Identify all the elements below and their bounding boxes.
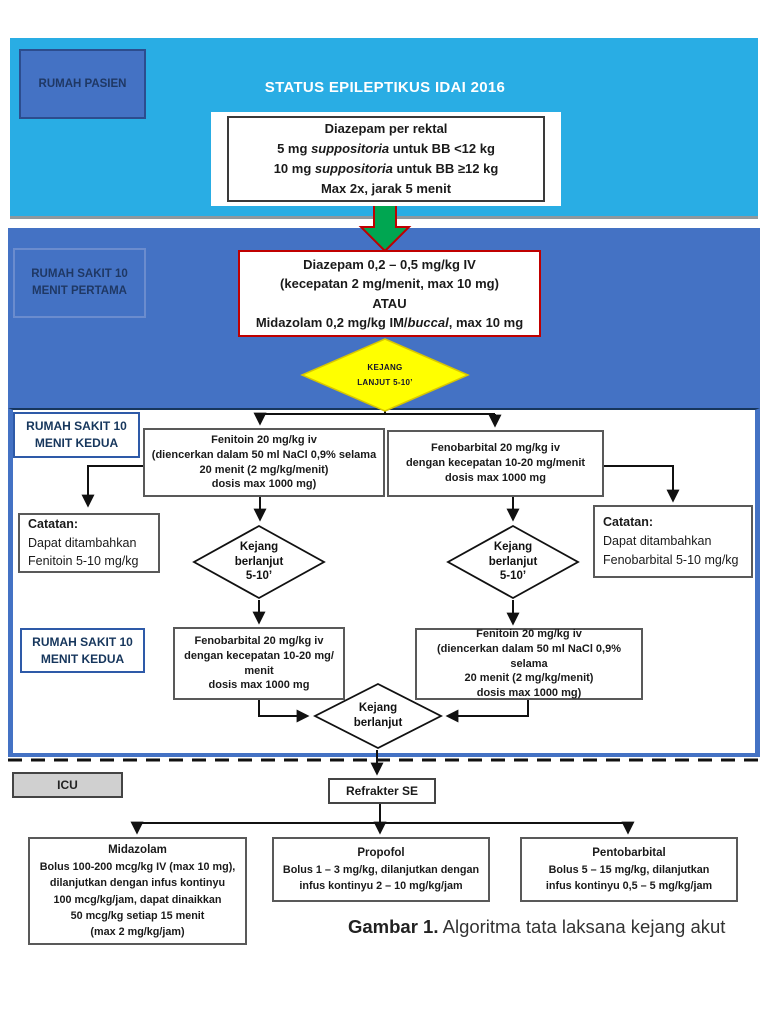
fenitoin-first-line-box: Fenitoin 20 mg/kg iv (diencerkan dalam 5… bbox=[143, 428, 385, 497]
diamond-shape bbox=[192, 524, 326, 600]
stage-label-text: RUMAH SAKIT 10 bbox=[31, 268, 128, 281]
text-line: dengan kecepatan 10-20 mg/menit bbox=[405, 457, 586, 470]
text-line: Fenitoin 20 mg/kg iv bbox=[476, 627, 582, 640]
decision-text: berlanjut bbox=[488, 555, 538, 568]
text-line: dosis max 1000 mg bbox=[445, 471, 546, 484]
stage-label-text: ICU bbox=[57, 778, 78, 792]
text-line: Fenobarbital 5-10 mg/kg bbox=[603, 552, 739, 567]
figure-caption-number: Gambar 1. bbox=[348, 916, 439, 937]
text-line: (kecepatan 2 mg/menit, max 10 mg) bbox=[280, 276, 499, 291]
text-line: menit bbox=[244, 664, 274, 677]
text-line: Diazepam per rektal bbox=[324, 120, 448, 136]
decision-text: 5-10’ bbox=[245, 570, 273, 583]
text-line: 50 mcg/kg setiap 15 menit bbox=[70, 909, 205, 922]
drug-title: Midazolam bbox=[108, 843, 167, 856]
fenitoin-second-line-box: Fenitoin 20 mg/kg iv (diencerkan dalam 5… bbox=[415, 628, 643, 700]
text-line: 5 mg suppositoria untuk BB <12 kg bbox=[277, 140, 495, 156]
decision-kejang-berlanjut-final: Kejang berlanjut bbox=[313, 682, 443, 750]
stage-label-rs-10-menit-kedua-1: RUMAH SAKIT 10 MENIT KEDUA bbox=[13, 412, 140, 458]
drug-title: Pentobarbital bbox=[592, 846, 666, 859]
text-line: dengan kecepatan 10-20 mg/ bbox=[184, 649, 334, 662]
note-title: Catatan: bbox=[28, 516, 79, 531]
diazepam-rektal-box: Diazepam per rektal 5 mg suppositoria un… bbox=[227, 116, 545, 202]
text-line: Dapat ditambahkan bbox=[28, 535, 137, 550]
text-line: Refrakter SE bbox=[345, 784, 419, 798]
decision-text: 5-10’ bbox=[499, 570, 527, 583]
text-line: Fenobarbital 20 mg/kg iv bbox=[194, 634, 324, 647]
text-line: infus kontinyu 2 – 10 mg/kg/jam bbox=[299, 880, 463, 893]
refrakter-se-box: Refrakter SE bbox=[328, 778, 436, 804]
text-line: Fenitoin 20 mg/kg iv bbox=[211, 433, 317, 446]
decision-kejang-berlanjut-right: Kejang berlanjut 5-10’ bbox=[446, 524, 580, 600]
stage-label-text: MENIT KEDUA bbox=[34, 436, 119, 450]
midazolam-protocol-box: Midazolam Bolus 100-200 mcg/kg IV (max 1… bbox=[28, 837, 247, 945]
drug-title: Propofol bbox=[357, 846, 405, 859]
decision-kejang-berlanjut-left: Kejang berlanjut 5-10’ bbox=[192, 524, 326, 600]
decision-text: Kejang bbox=[239, 540, 279, 553]
text-line: Bolus 5 – 15 mg/kg, dilanjutkan bbox=[548, 863, 710, 876]
text-line: Bolus 100-200 mcg/kg IV (max 10 mg), bbox=[39, 861, 236, 874]
decision-text: LANJUT 5-10’ bbox=[357, 378, 413, 387]
note-fenobarbital-box: Catatan: Dapat ditambahkan Fenobarbital … bbox=[593, 505, 753, 578]
diamond-shape bbox=[313, 682, 443, 750]
stage-label-rs-10-menit-kedua-2: RUMAH SAKIT 10 MENIT KEDUA bbox=[20, 628, 145, 673]
text-line: 20 menit (2 mg/kg/menit) bbox=[199, 463, 329, 476]
figure-caption: Gambar 1. Algoritma tata laksana kejang … bbox=[348, 916, 766, 938]
text-line: dilanjutkan dengan infus kontinyu bbox=[49, 877, 226, 890]
text-line: 100 mcg/kg/jam, dapat dinaikkan bbox=[53, 893, 222, 906]
propofol-protocol-box: Propofol Bolus 1 – 3 mg/kg, dilanjutkan … bbox=[272, 837, 490, 902]
decision-kejang-lanjut: KEJANG LANJUT 5-10’ bbox=[300, 337, 470, 413]
note-fenitoin-box: Catatan: Dapat ditambahkan Fenitoin 5-10… bbox=[18, 513, 160, 573]
page-title: STATUS EPILEPTIKUS IDAI 2016 bbox=[264, 79, 506, 96]
text-line: 10 mg suppositoria untuk BB ≥12 kg bbox=[273, 161, 499, 176]
text-line: Fenobarbital 20 mg/kg iv bbox=[431, 442, 560, 455]
text-line: Max 2x, jarak 5 menit bbox=[320, 181, 452, 197]
text-line: (max 2 mg/kg/jam) bbox=[90, 925, 185, 938]
decision-text: berlanjut bbox=[234, 555, 284, 568]
text-line: Fenitoin 5-10 mg/kg bbox=[28, 554, 139, 569]
diazepam-iv-box: Diazepam 0,2 – 0,5 mg/kg IV (kecepatan 2… bbox=[238, 250, 541, 337]
stage-label-text: RUMAH PASIEN bbox=[38, 77, 127, 90]
fenobarbital-first-line-box: Fenobarbital 20 mg/kg iv dengan kecepata… bbox=[387, 430, 604, 497]
text-line: dosis max 1000 mg bbox=[208, 679, 310, 692]
text-line: Midazolam 0,2 mg/kg IM/buccal, max 10 mg bbox=[255, 315, 524, 330]
figure-caption-text: Algoritma tata laksana kejang akut bbox=[438, 916, 726, 937]
text-line: dosis max 1000 mg) bbox=[211, 478, 317, 491]
pentobarbital-protocol-box: Pentobarbital Bolus 5 – 15 mg/kg, dilanj… bbox=[520, 837, 738, 902]
stage-label-text: MENIT PERTAMA bbox=[32, 285, 127, 297]
decision-text: Kejang bbox=[493, 540, 533, 553]
text-line: infus kontinyu 0,5 – 5 mg/kg/jam bbox=[545, 880, 713, 893]
diamond-shape bbox=[446, 524, 580, 600]
text-line: (diencerkan dalam 50 ml NaCl 0,9% selama bbox=[151, 448, 377, 461]
text-line: dosis max 1000 mg) bbox=[476, 687, 582, 700]
note-title: Catatan: bbox=[603, 515, 654, 530]
text-line: Diazepam 0,2 – 0,5 mg/kg IV bbox=[303, 256, 476, 272]
stage-label-rumah-pasien: RUMAH PASIEN bbox=[19, 49, 146, 119]
text-line: Dapat ditambahkan bbox=[603, 534, 712, 549]
text-line: (diencerkan dalam 50 ml NaCl 0,9% selama bbox=[436, 642, 622, 670]
decision-text: KEJANG bbox=[367, 362, 403, 372]
text-line: ATAU bbox=[372, 295, 407, 311]
stage-label-text: RUMAH SAKIT 10 bbox=[26, 419, 127, 434]
text-line: Bolus 1 – 3 mg/kg, dilanjutkan dengan bbox=[282, 863, 480, 876]
text-line: 20 menit (2 mg/kg/menit) bbox=[464, 672, 594, 685]
decision-text: Kejang bbox=[358, 702, 398, 715]
stage-label-text: MENIT KEDUA bbox=[40, 651, 125, 666]
stage-label-text: RUMAH SAKIT 10 bbox=[32, 634, 133, 649]
stage-label-rs-10-menit-pertama: RUMAH SAKIT 10 MENIT PERTAMA bbox=[13, 248, 146, 318]
fenobarbital-second-line-box: Fenobarbital 20 mg/kg iv dengan kecepata… bbox=[173, 627, 345, 700]
stage-label-icu: ICU bbox=[12, 772, 123, 798]
decision-text: berlanjut bbox=[353, 717, 403, 729]
